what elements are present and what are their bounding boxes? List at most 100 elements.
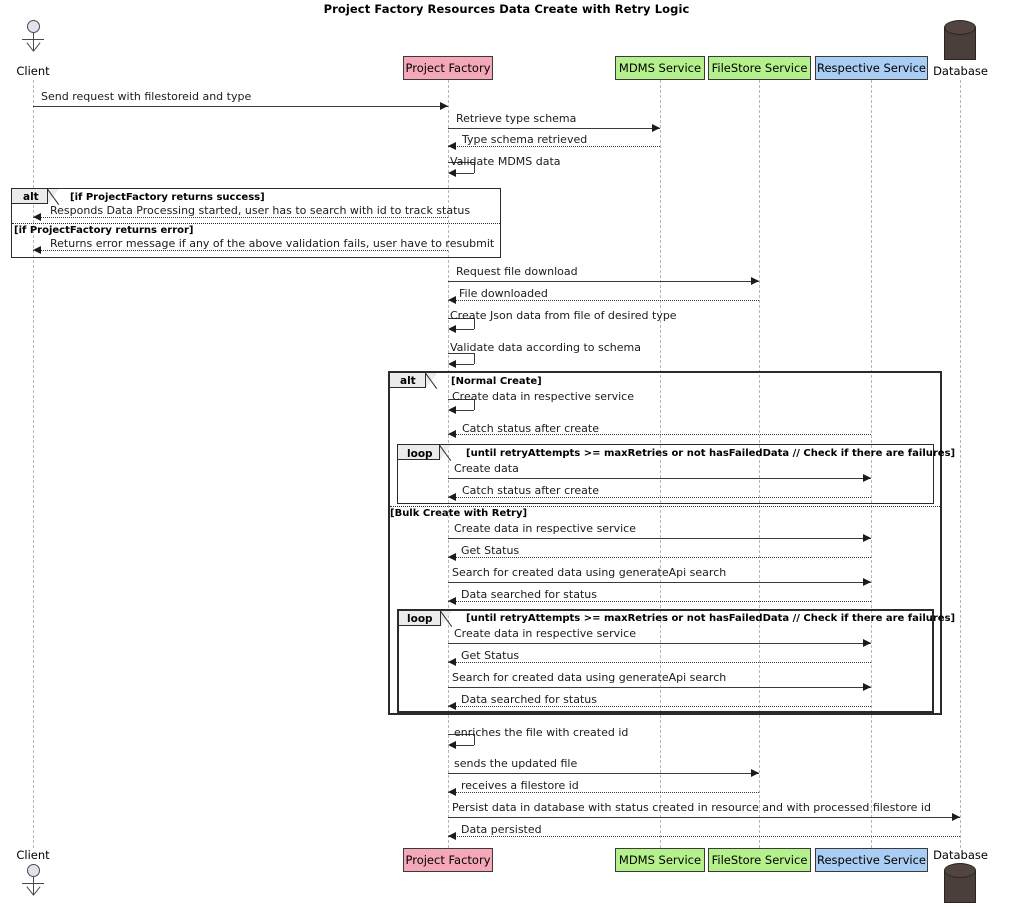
participant-respective_service[interactable]: Respective Service — [815, 56, 928, 80]
arrowhead-m4 — [448, 169, 456, 177]
message-label-m21: Search for created data using generateAp… — [452, 671, 727, 684]
fragment-keyword-alt-create: alt — [400, 375, 416, 387]
arrowhead-m9 — [448, 325, 456, 333]
message-label-m17: Search for created data using generateAp… — [452, 566, 727, 579]
fragment-condition-alt-top-1: [if ProjectFactory returns error] — [14, 225, 194, 236]
message-label-m12: Catch status after create — [462, 422, 599, 435]
fragment-alt-top — [11, 188, 501, 258]
avatar-head-client — [26, 864, 40, 877]
fragment-condition-alt-create-1: [Bulk Create with Retry] — [390, 508, 528, 519]
participant-mdms_service[interactable]: MDMS Service — [615, 848, 705, 872]
page-title: Project Factory Resources Data Create wi… — [323, 2, 690, 16]
arrowhead-m25 — [448, 788, 456, 796]
database-cylinder-top-database — [944, 20, 976, 35]
self-msg-top-m23 — [448, 734, 474, 735]
message-line-m20 — [448, 662, 871, 663]
actor-body-client — [33, 877, 34, 895]
message-label-m25: receives a filestore id — [461, 779, 579, 792]
arrowhead-m22 — [448, 702, 456, 710]
arrowhead-m3 — [448, 142, 456, 150]
message-label-m5: Responds Data Processing started, user h… — [50, 204, 471, 217]
message-label-m9: Create Json data from file of desired ty… — [450, 309, 677, 322]
arrowhead-m6 — [33, 246, 41, 254]
arrowhead-m24 — [751, 769, 759, 777]
message-label-m4: Validate MDMS data — [450, 155, 561, 168]
participant-filestore_service[interactable]: FileStore Service — [708, 848, 811, 872]
lifeline-database — [960, 80, 961, 848]
arrowhead-m21 — [863, 683, 871, 691]
participant-respective_service[interactable]: Respective Service — [815, 848, 928, 872]
fragment-keyword-alt-top: alt — [23, 191, 39, 203]
message-line-m17 — [448, 582, 871, 583]
message-label-m1: Send request with filestoreid and type — [41, 90, 252, 103]
arrowhead-m7 — [751, 277, 759, 285]
fragment-keyword-loop-normal: loop — [407, 448, 433, 460]
self-msg-right-m23 — [474, 734, 475, 745]
message-label-m13: Create data — [454, 462, 519, 475]
message-label-m22: Data searched for status — [461, 693, 597, 706]
self-msg-right-m4 — [474, 162, 475, 173]
fragment-tab-notch-alt-create — [426, 373, 437, 388]
message-line-m18 — [448, 601, 871, 602]
arrowhead-m12 — [448, 430, 456, 438]
actor-body-client — [33, 33, 34, 51]
fragment-alt-create — [388, 371, 942, 715]
message-line-m7 — [448, 281, 759, 282]
arrowhead-m18 — [448, 597, 456, 605]
message-label-m18: Data searched for status — [461, 588, 597, 601]
lifeline-client — [33, 80, 34, 848]
fragment-condition-alt-create-0: [Normal Create] — [451, 376, 542, 387]
message-line-m22 — [448, 706, 871, 707]
self-msg-bottom-m23 — [456, 745, 474, 746]
self-msg-right-m9 — [474, 318, 475, 329]
message-line-m13 — [448, 478, 871, 479]
message-label-m16: Get Status — [461, 544, 520, 557]
message-line-m24 — [448, 773, 759, 774]
participant-label-client: Client — [16, 64, 50, 78]
fragment-tab-notch-loop-normal — [440, 445, 451, 460]
arrowhead-m1 — [440, 102, 448, 110]
self-msg-right-m10 — [474, 353, 475, 364]
fragment-condition-loop-normal-0: [until retryAttempts >= maxRetries or no… — [466, 448, 956, 459]
message-line-m5 — [33, 217, 448, 218]
message-line-m6 — [33, 250, 448, 251]
message-label-m11: Create data in respective service — [452, 390, 634, 403]
message-label-m27: Data persisted — [461, 823, 542, 836]
participant-project_factory[interactable]: Project Factory — [403, 848, 493, 872]
message-label-m24: sends the updated file — [454, 757, 578, 770]
actor-arms-client — [22, 39, 44, 40]
message-label-m26: Persist data in database with status cre… — [452, 801, 931, 814]
arrowhead-m17 — [863, 578, 871, 586]
arrowhead-m13 — [863, 474, 871, 482]
message-line-m12 — [448, 434, 871, 435]
arrowhead-m2 — [652, 124, 660, 132]
fragment-divider-alt-top-1 — [12, 223, 500, 224]
message-line-m15 — [448, 538, 871, 539]
message-label-m7: Request file download — [456, 265, 578, 278]
fragment-condition-alt-top-0: [if ProjectFactory returns success] — [70, 192, 265, 203]
fragment-tab-loop-bulk — [399, 611, 441, 626]
participant-label-client: Client — [16, 848, 50, 862]
self-msg-bottom-m9 — [456, 329, 474, 330]
message-label-m19: Create data in respective service — [454, 627, 636, 640]
message-line-m14 — [448, 497, 871, 498]
fragment-tab-alt-top — [12, 189, 48, 204]
participant-project_factory[interactable]: Project Factory — [403, 56, 493, 80]
fragment-loop-bulk — [397, 609, 934, 713]
lifeline-project_factory — [448, 80, 449, 848]
message-line-m26 — [448, 817, 960, 818]
arrowhead-m15 — [863, 534, 871, 542]
self-msg-bottom-m10 — [456, 364, 474, 365]
fragment-keyword-loop-bulk: loop — [407, 613, 433, 625]
arrowhead-m27 — [448, 832, 456, 840]
message-label-m15: Create data in respective service — [454, 522, 636, 535]
message-label-m10: Validate data according to schema — [450, 341, 641, 354]
message-line-m2 — [448, 128, 660, 129]
message-label-m3: Type schema retrieved — [462, 133, 588, 146]
participant-filestore_service[interactable]: FileStore Service — [708, 56, 811, 80]
arrowhead-m16 — [448, 553, 456, 561]
arrowhead-m26 — [952, 813, 960, 821]
participant-mdms_service[interactable]: MDMS Service — [615, 56, 705, 80]
self-msg-top-m11 — [448, 399, 474, 400]
